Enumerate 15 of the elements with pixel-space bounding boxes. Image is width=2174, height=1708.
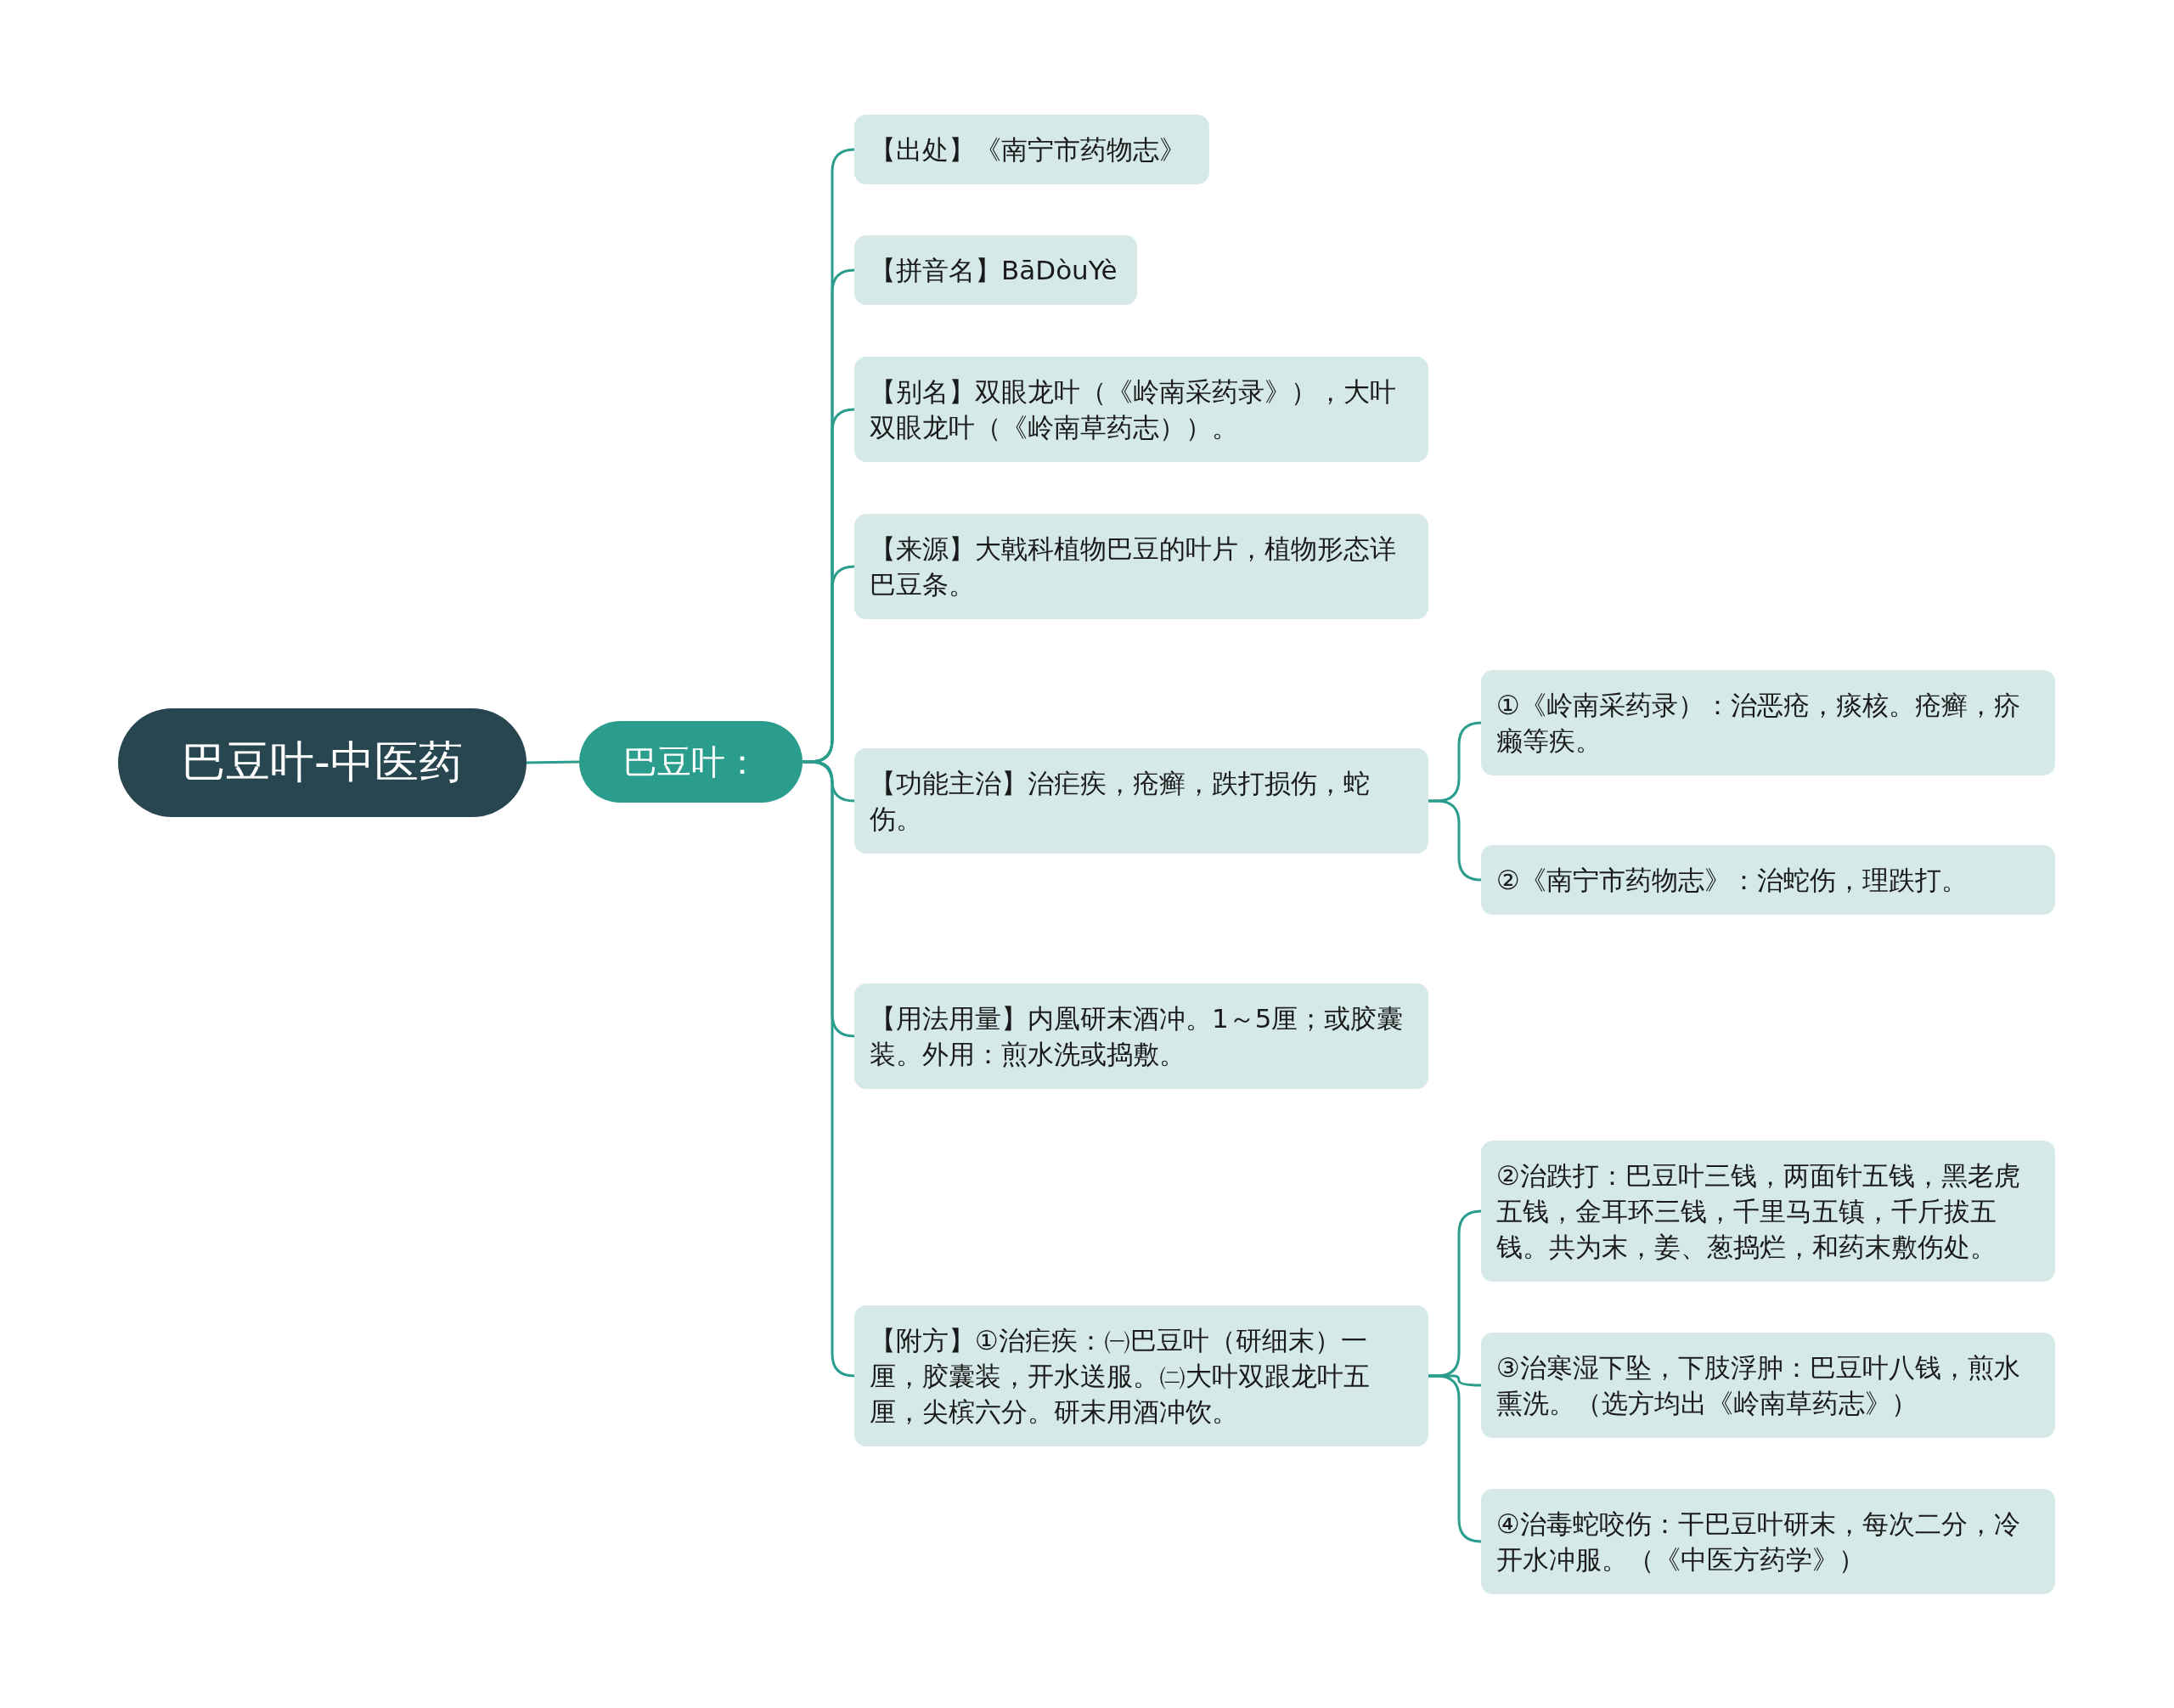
topic-box: ③治寒湿下坠，下肢浮肿：巴豆叶八钱，煎水熏洗。（选方均出《岭南草药志》） [1481,1333,2055,1438]
topic-box: 【拼音名】BāDòuYè [854,235,1137,305]
topic-box: ①《岭南采药录）：治恶疮，痰核。疮癣，疥癞等疾。 [1481,670,2055,775]
topic-box: ④治毒蛇咬伤：干巴豆叶研末，每次二分，冷开水冲服。（《中医方药学》） [1481,1489,2055,1594]
central-topic: 巴豆叶-中医药 [118,708,527,817]
topic-box: ②治跌打：巴豆叶三钱，两面针五钱，黑老虎五钱，金耳环三钱，千里马五镇，千斤拔五钱。共为末，姜、葱捣烂，和药末敷伤处。 [1481,1141,2055,1282]
topic-box: ②《南宁市药物志》：治蛇伤，理跌打。 [1481,845,2055,915]
topic-box: 【出处】《南宁市药物志》 [854,115,1209,184]
topic-box: 【附方】①治疟疾：㈠巴豆叶（研细末）一厘，胶囊装，开水送服。㈡大叶双跟龙叶五厘，尖槟六分。研末用酒冲饮。 [854,1305,1428,1446]
topic-box: 【功能主治】治疟疾，疮癣，跌打损伤，蛇伤。 [854,748,1428,854]
topic-box: 【来源】大戟科植物巴豆的叶片，植物形态详巴豆条。 [854,514,1428,619]
topic-box: 【别名】双眼龙叶（《岭南采药录》），大叶双眼龙叶（《岭南草药志））。 [854,357,1428,462]
topic-box: 【用法用量】内凰研末酒冲。1～5厘；或胶囊装。外用：煎水洗或捣敷。 [854,984,1428,1089]
connector-line [526,760,580,764]
branch-topic: 巴豆叶： [579,721,803,803]
